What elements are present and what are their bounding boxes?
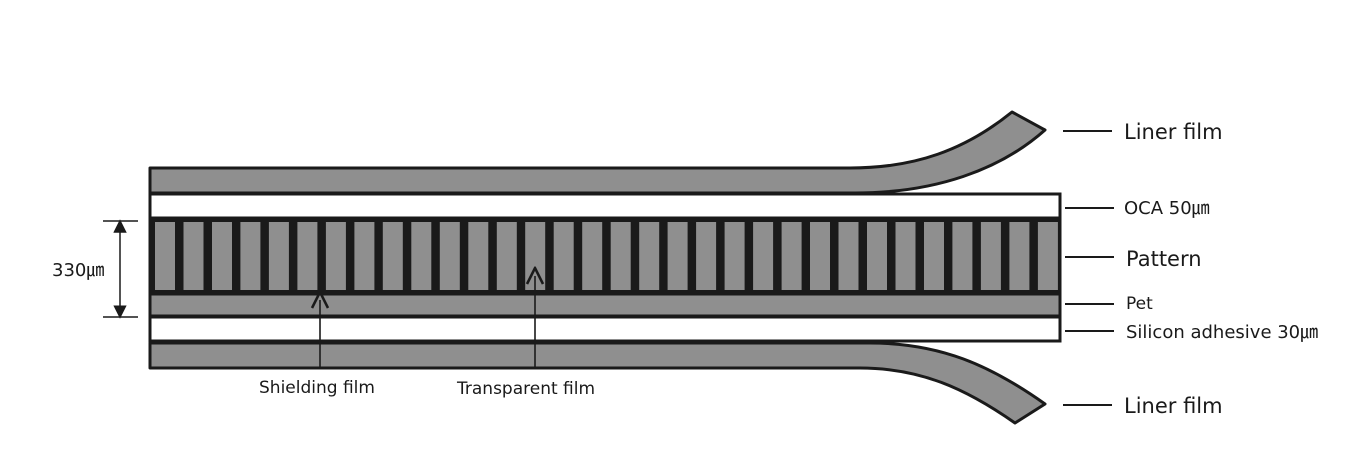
pattern-bar [895,222,916,290]
pattern-bar [724,222,745,290]
thickness-label: 330㎛ [52,260,104,281]
oca-layer [148,192,1062,220]
pattern-bar [696,222,717,290]
pattern-bar [553,222,574,290]
pattern-bar [240,222,261,290]
pattern-bar [212,222,232,290]
pattern-bar [297,222,318,290]
pattern-bar [1037,222,1058,290]
label-liner-film-bottom: Liner film [1124,394,1223,418]
pattern-bar [411,222,432,290]
pattern-bar [155,222,175,290]
pattern-bar [354,222,375,290]
pattern-layer [148,216,1062,296]
pattern-bar [667,222,688,290]
pattern-bar [439,222,460,290]
label-pet: Pet [1126,294,1153,314]
pattern-bar [382,222,403,290]
silicon-adhesive-layer [148,315,1062,343]
pattern-bar [268,222,289,290]
pattern-bar [810,222,830,290]
pattern-bar [924,222,944,290]
pattern-bar [980,222,1001,290]
pattern-bar [753,222,774,290]
pattern-bar [639,222,660,290]
pattern-bar [468,222,489,290]
liner-film-top [148,110,1047,195]
pattern-bar [838,222,859,290]
pattern-bar [582,222,603,290]
pattern-bar [1009,222,1030,290]
pattern-bar [183,222,204,290]
label-pattern: Pattern [1126,247,1202,271]
pattern-bar [496,222,517,290]
pattern-bar [867,222,887,290]
label-silicon-adhesive: Silicon adhesive 30㎛ [1126,322,1318,343]
label-liner-film-top: Liner film [1124,120,1223,144]
pet-layer [148,292,1062,318]
label-transparent-film: Transparent film [456,379,595,399]
pattern-bar [781,222,802,290]
pattern-bar [325,222,346,290]
pattern-bar [952,222,973,290]
pattern-bar [610,222,631,290]
label-oca: OCA 50㎛ [1124,198,1210,219]
label-shielding-film: Shielding film [259,378,375,398]
liner-film-bottom [148,341,1047,425]
